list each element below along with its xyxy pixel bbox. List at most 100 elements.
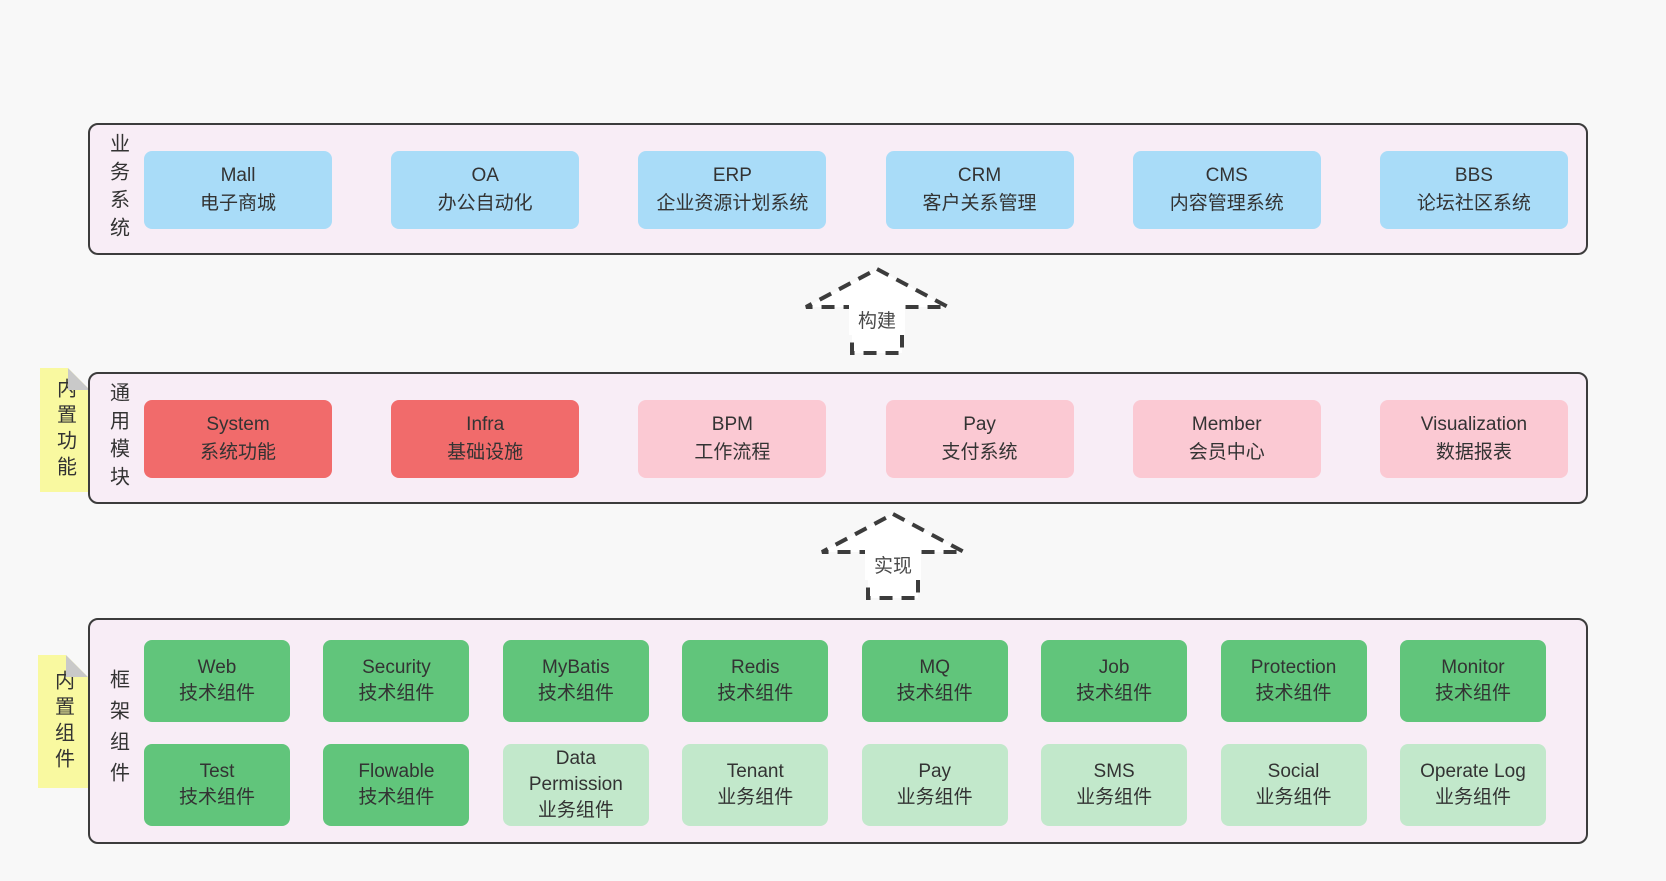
box-name: Protection: [1250, 657, 1337, 678]
diagram-box-crm: CRM 客户关系管理: [885, 151, 1074, 229]
diagram-box-bbs: BBS 论坛社区系统: [1379, 151, 1568, 229]
diagram-box-mall: Mall 电子商城: [144, 151, 332, 229]
layer-common-modules-label: 通用模块: [106, 382, 129, 494]
box-name: Web: [197, 657, 237, 678]
diagram-box-cms: CMS 内容管理系统: [1132, 151, 1321, 229]
box-desc: 技术组件: [717, 683, 794, 704]
box-desc: 支付系统: [941, 442, 1018, 463]
box-desc: 技术组件: [178, 787, 255, 808]
arrow-implement-label: 实现: [874, 555, 912, 577]
box-desc: 技术组件: [358, 787, 435, 808]
box-name: CMS: [1205, 165, 1248, 186]
box-name: BBS: [1454, 165, 1493, 186]
box-name: OA: [471, 165, 499, 186]
diagram-box-visualization: Visualization 数据报表: [1379, 400, 1568, 478]
box-desc: 业务组件: [1076, 787, 1153, 808]
box-name: Pay: [918, 761, 952, 782]
box-name: Pay: [963, 414, 996, 435]
box-name: ERP: [712, 165, 752, 186]
box-desc: 技术组件: [1434, 683, 1511, 704]
box-desc: 电子商城: [199, 193, 276, 214]
box-desc: 会员中心: [1188, 442, 1265, 463]
box-name: Social: [1267, 761, 1320, 782]
box-name: Visualization: [1420, 414, 1528, 435]
diagram-box-sms: SMS 业务组件: [1041, 744, 1188, 826]
diagram-box-protection: Protection 技术组件: [1220, 640, 1367, 722]
box-desc: 内容管理系统: [1169, 193, 1284, 214]
box-name: MQ: [919, 657, 950, 678]
diagram-box-system: System 系统功能: [144, 400, 332, 478]
arrow-build: 构建: [802, 265, 952, 362]
box-desc: 业务组件: [1255, 787, 1332, 808]
box-name: Test: [199, 761, 235, 782]
box-desc: 技术组件: [537, 683, 614, 704]
diagram-box-social: Social 业务组件: [1220, 744, 1367, 826]
box-name: Infra: [466, 414, 505, 435]
box-desc: 技术组件: [178, 683, 255, 704]
box-desc: 企业资源计划系统: [656, 193, 809, 214]
diagram-box-tenant: Tenant 业务组件: [682, 744, 829, 826]
box-desc: 技术组件: [896, 683, 973, 704]
diagram-box-bpm: BPM 工作流程: [638, 400, 827, 478]
box-name: Monitor: [1441, 657, 1505, 678]
diagram-box-test: Test 技术组件: [144, 744, 290, 826]
box-name: CRM: [957, 165, 1002, 186]
box-name: Job: [1098, 657, 1130, 678]
business-systems-box-row: Mall 电子商城 OA 办公自动化 ERP 企业资源计划系统 CRM 客户关系管理 CMS 内容…: [144, 151, 1568, 229]
box-name: System: [206, 414, 270, 435]
box-name: Redis: [730, 657, 780, 678]
diagram-box-mybatis: MyBatis 技术组件: [502, 640, 649, 722]
box-desc: 业务组件: [1434, 787, 1511, 808]
box-desc: 客户关系管理: [922, 193, 1037, 214]
up-arrow-dashed: 构建: [805, 266, 949, 355]
box-desc: 技术组件: [1076, 683, 1153, 704]
arrow-build-label: 构建: [858, 310, 896, 332]
folded-corner-icon: [66, 655, 88, 677]
arrow-label-background: [849, 305, 905, 335]
box-desc: 业务组件: [717, 787, 794, 808]
box-desc: 系统功能: [199, 442, 276, 463]
diagram-box-erp: ERP 企业资源计划系统: [638, 151, 827, 229]
arrow-implement: 实现: [818, 510, 968, 607]
box-name: Flowable: [358, 761, 435, 782]
diagram-box-pay: Pay 支付系统: [885, 400, 1074, 478]
up-arrow-dashed: 实现: [821, 511, 965, 600]
sticky-tab-builtin-components: 内置组件: [38, 655, 88, 788]
box-desc: 基础设施: [447, 442, 524, 463]
box-desc: 技术组件: [1255, 683, 1332, 704]
box-desc: 办公自动化: [437, 193, 533, 214]
box-name: Security: [362, 657, 431, 678]
diagram-box-redis: Redis 技术组件: [682, 640, 829, 722]
diagram-box-oa: OA 办公自动化: [391, 151, 580, 229]
diagram-box-web: Web 技术组件: [144, 640, 290, 722]
diagram-box-infra: Infra 基础设施: [391, 400, 580, 478]
box-name: BPM: [711, 414, 753, 435]
box-name: MyBatis: [542, 657, 610, 678]
layer-framework-components-label: 框架组件: [106, 669, 129, 793]
box-name: Tenant: [726, 761, 784, 782]
layer-common-modules: 通用模块 System 系统功能 Infra 基础设施 BPM 工作流程 Pay 支付系统 Me…: [88, 372, 1588, 504]
box-desc: 论坛社区系统: [1416, 193, 1531, 214]
sticky-tab-builtin-components-label: 内置组件: [51, 669, 74, 774]
sticky-tab-builtin-features-label: 内置功能: [53, 378, 76, 482]
box-desc: 工作流程: [694, 442, 771, 463]
folded-corner-icon: [68, 368, 90, 390]
diagram-box-flowable: Flowable 技术组件: [323, 744, 470, 826]
sticky-tab-builtin-features: 内置功能: [40, 368, 90, 492]
box-desc: 数据报表: [1435, 442, 1512, 463]
box-desc: 业务组件: [537, 800, 614, 821]
diagram-box-job: Job 技术组件: [1041, 640, 1188, 722]
box-name: SMS: [1093, 761, 1135, 782]
diagram-box-monitor: Monitor 技术组件: [1399, 640, 1546, 722]
box-name: Mall: [220, 165, 256, 186]
diagram-box-mq: MQ 技术组件: [861, 640, 1008, 722]
layer-business-systems-label: 业务系统: [106, 133, 129, 245]
